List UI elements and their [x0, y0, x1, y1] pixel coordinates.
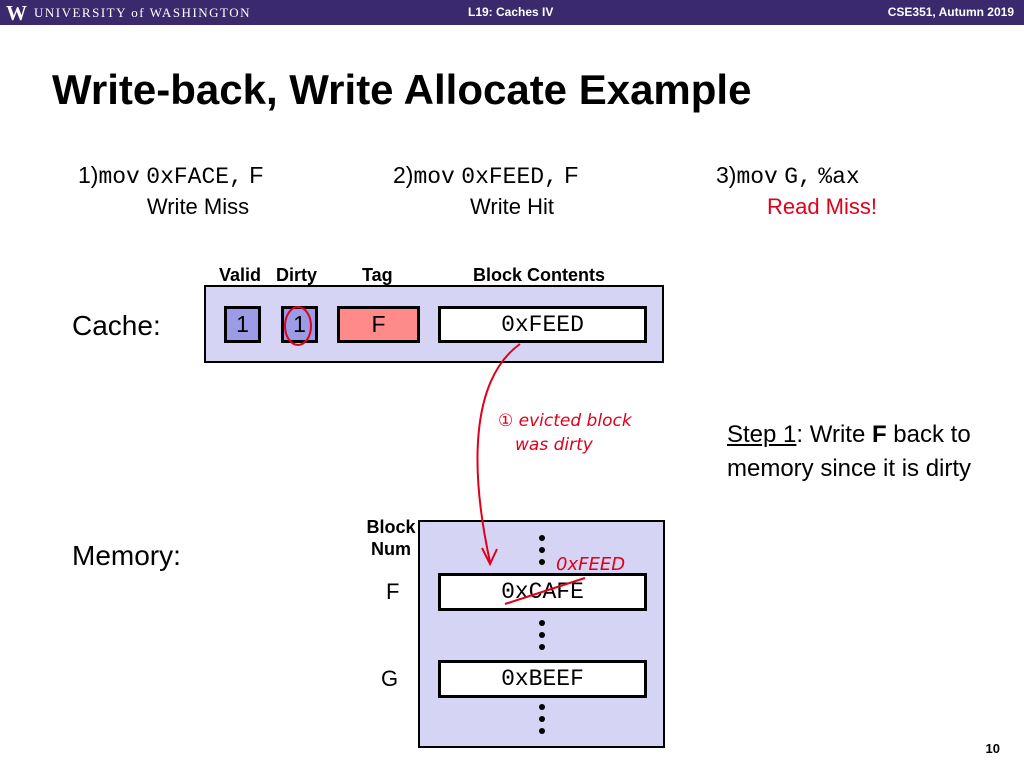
memory-row-f-num: F [386, 579, 400, 604]
valid-bit: 1 [224, 306, 261, 343]
evicted-note-line2: was dirty [515, 435, 594, 455]
instruction-number: 2) [393, 162, 414, 188]
tag-header: Tag [362, 265, 393, 285]
dot [539, 716, 545, 722]
block-contents-header: Block Contents [473, 265, 606, 285]
instruction-arg1: G, [784, 164, 812, 190]
course-name: CSE351, Autumn 2019 [887, 5, 1014, 19]
dot [539, 535, 545, 541]
dot [539, 620, 545, 626]
instruction-number: 3) [716, 162, 737, 188]
instruction-2-result: Write Hit [470, 194, 554, 219]
dirty-header: Dirty [276, 265, 318, 285]
eviction-arrow [476, 343, 521, 563]
step-1-text: Step 1: Write F back to memory since it … [727, 418, 977, 486]
evicted-note-line1: ① evicted block [498, 411, 633, 431]
header-bar: W UNIVERSITY of WASHINGTON L19: Caches I… [0, 0, 1024, 25]
cache-label: Cache: [72, 310, 161, 341]
instruction-2: 2)mov 0xFEED, F [393, 162, 578, 190]
instruction-op: mov [98, 164, 140, 190]
memory-row-g-num: G [381, 666, 399, 691]
instruction-op: mov [736, 164, 778, 190]
new-memory-value-note: 0xFEED [556, 554, 625, 575]
instruction-arg2: F [564, 162, 579, 188]
instruction-number: 1) [78, 162, 99, 188]
valid-header: Valid [219, 265, 262, 285]
step-text-b: back to memory since it is dirty [727, 421, 972, 482]
dot [539, 704, 545, 710]
step-label: Step 1 [727, 421, 797, 448]
dot [539, 547, 545, 553]
instruction-arg1: 0xFACE, [146, 164, 243, 190]
instruction-arg1: 0xFEED, [461, 164, 558, 190]
dot [539, 644, 545, 650]
block-num-header: Block Num [362, 516, 420, 560]
step-bold: F [871, 421, 887, 448]
instruction-1: 1)mov 0xFACE, F [78, 162, 263, 190]
university-name: UNIVERSITY of WASHINGTON [34, 5, 252, 20]
block-num-line2: Num [371, 539, 411, 559]
instruction-op: mov [413, 164, 455, 190]
instruction-3: 3)mov G, %ax [716, 162, 860, 190]
instruction-1-result: Write Miss [146, 194, 250, 219]
step-text-a: : Write [796, 421, 872, 448]
dot [539, 559, 545, 565]
memory-label: Memory: [72, 540, 181, 571]
instruction-arg2: F [249, 162, 264, 188]
lecture-title: L19: Caches IV [468, 5, 554, 19]
instruction-arg2: %ax [818, 164, 860, 190]
ellipsis-dots [539, 535, 545, 734]
instruction-3-result: Read Miss! [766, 194, 878, 219]
uw-logo-icon: W [6, 1, 27, 25]
tag-cell: F [337, 306, 420, 343]
strikethrough [504, 577, 586, 605]
memory-row-g-value: 0xBEEF [438, 660, 647, 698]
dot [539, 728, 545, 734]
eviction-arrowhead [481, 547, 498, 567]
page-number: 10 [985, 741, 1000, 756]
page-title: Write-back, Write Allocate Example [52, 66, 752, 113]
dirty-bit-circle [284, 306, 312, 346]
block-num-line1: Block [366, 517, 416, 537]
dot [539, 632, 545, 638]
block-contents-cell: 0xFEED [438, 306, 647, 343]
